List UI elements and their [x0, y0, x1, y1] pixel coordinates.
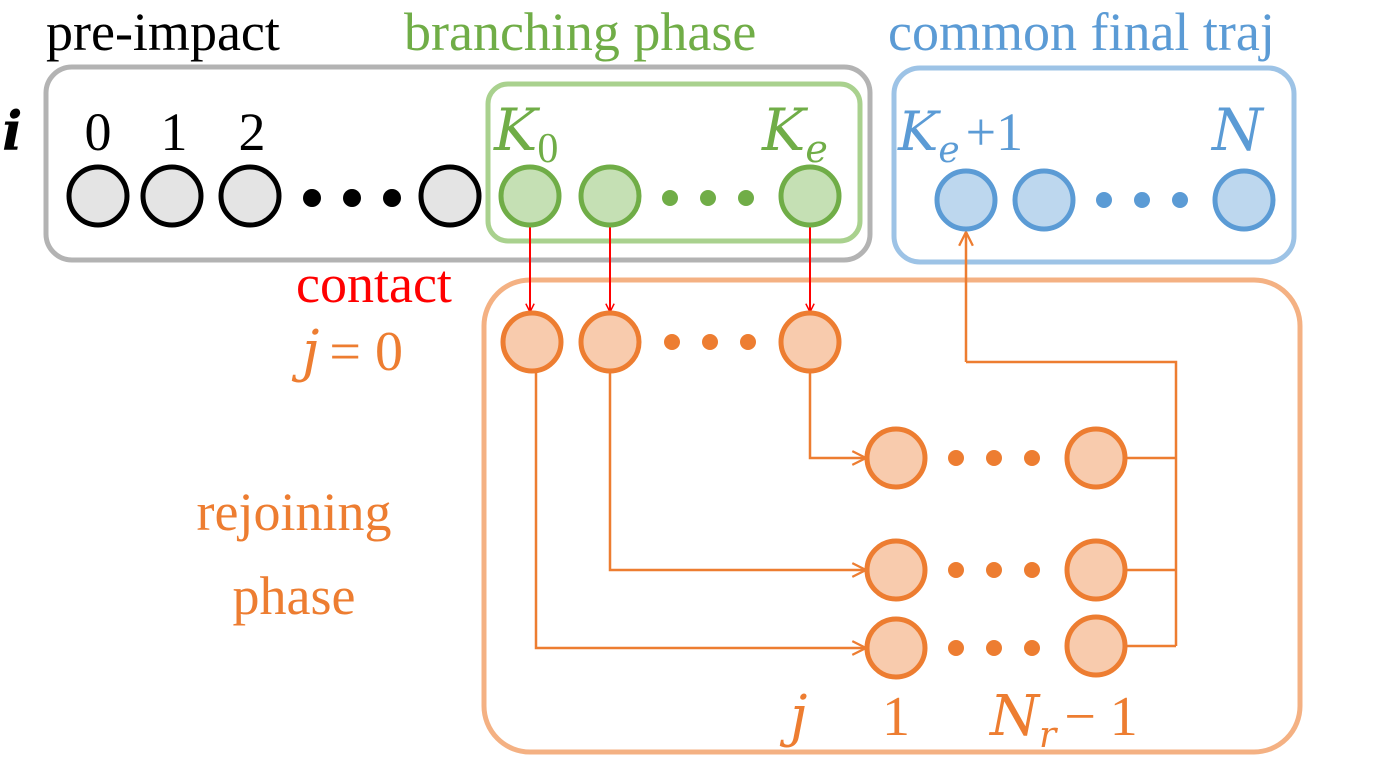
rejoin-connector	[966, 360, 1178, 648]
ellipsis-dot	[948, 562, 964, 578]
ke-label: Ke	[761, 96, 828, 171]
branching-node-ke	[778, 164, 842, 228]
ellipsis-dot	[948, 450, 964, 466]
ellipsis-dot	[948, 640, 964, 656]
ellipsis-dot	[1134, 192, 1150, 208]
rejoin-node-j0-a	[500, 310, 564, 374]
final-node-n	[1212, 168, 1276, 232]
rejoin-row3-node-first	[864, 616, 928, 680]
final-node-ke-plus-1	[934, 168, 998, 232]
ellipsis-dot	[1172, 192, 1188, 208]
ellipsis-dot	[986, 562, 1002, 578]
rejoin-row3-node-last	[1064, 614, 1128, 678]
ellipsis-dot	[1024, 562, 1040, 578]
final-node-next	[1012, 168, 1076, 232]
common-final-traj-label: common final traj	[888, 2, 1275, 62]
ellipsis-dot	[664, 334, 680, 350]
branch-connector-bottom	[534, 370, 866, 648]
rejoining-label-line2: phase	[233, 566, 356, 626]
rejoin-row2-node-last	[1064, 538, 1128, 602]
ellipsis-dot	[986, 450, 1002, 466]
pre-impact-node-last	[418, 164, 482, 228]
index-1-label: 1	[161, 102, 188, 162]
rejoin-row1-node-last	[1064, 426, 1128, 490]
rejoin-node-j0-b	[578, 310, 642, 374]
n-label: N	[1210, 96, 1265, 164]
branch-connector-middle	[608, 370, 866, 570]
ellipsis-dot	[343, 189, 361, 207]
j-equals-zero-label: j= 0	[291, 319, 403, 384]
pre-impact-node-1	[140, 164, 204, 228]
nr-minus-one-label: Nr− 1	[988, 684, 1138, 756]
contact-label: contact	[296, 254, 452, 314]
rejoining-label-line1: rejoining	[197, 482, 392, 542]
rejoin-row2-node-first	[864, 538, 928, 602]
ellipsis-dot	[1024, 640, 1040, 656]
k0-label: K0	[493, 96, 558, 172]
ellipsis-dot	[1096, 192, 1112, 208]
pre-impact-box	[43, 64, 873, 263]
ke-plus-one-label: Ke+1	[897, 100, 1023, 171]
branching-phase-box	[485, 81, 863, 244]
ellipsis-dot	[700, 190, 716, 206]
pre-impact-node-0	[66, 164, 130, 228]
rejoining-phase-box	[481, 277, 1303, 755]
ellipsis-dot	[662, 190, 678, 206]
rejoin-node-j0-c	[778, 310, 842, 374]
branching-node-k0-plus-1	[578, 164, 642, 228]
branching-node-k0	[498, 164, 562, 228]
j-one-label: 1	[882, 686, 910, 748]
branch-connector-top	[808, 370, 866, 458]
branching-phase-label: branching phase	[404, 2, 756, 62]
j-bottom-label: j	[779, 684, 807, 749]
ellipsis-dot	[383, 189, 401, 207]
index-0-label: 0	[85, 102, 112, 162]
ellipsis-dot	[738, 190, 754, 206]
ellipsis-dot	[1024, 450, 1040, 466]
index-i-label: i	[2, 99, 23, 163]
pre-impact-node-2	[218, 164, 282, 228]
pre-impact-label: pre-impact	[46, 2, 280, 62]
ellipsis-dot	[702, 334, 718, 350]
ellipsis-dot	[740, 334, 756, 350]
rejoin-row1-node-first	[864, 426, 928, 490]
ellipsis-dot	[303, 189, 321, 207]
common-final-traj-box	[891, 65, 1297, 265]
index-2-label: 2	[239, 102, 266, 162]
ellipsis-dot	[986, 640, 1002, 656]
